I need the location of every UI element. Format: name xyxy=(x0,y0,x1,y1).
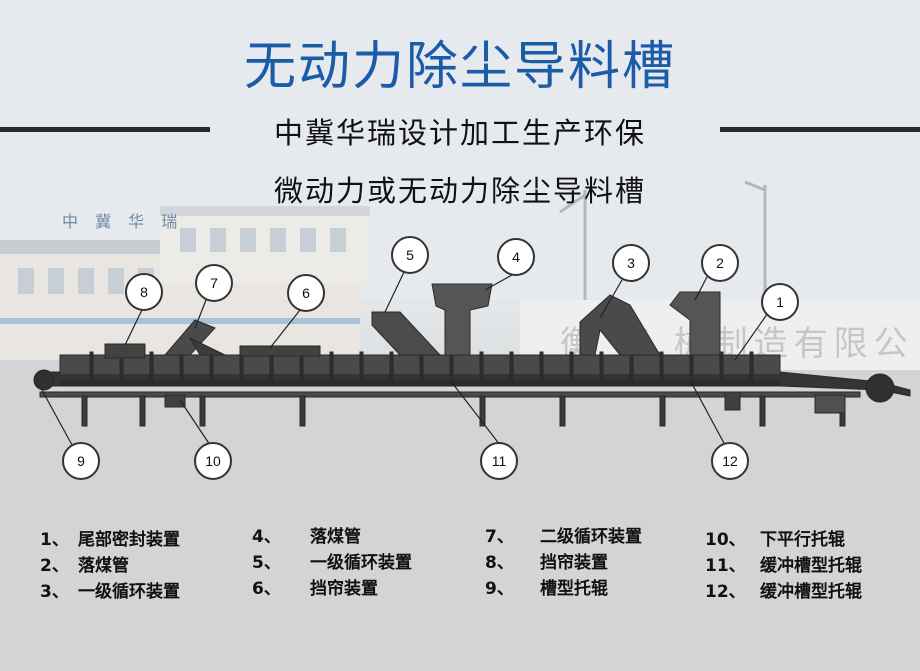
legend-item-8: 8、挡帘装置 xyxy=(485,553,608,573)
legend-item-2: 2、落煤管 xyxy=(40,556,129,576)
legend-item-3: 3、一级循环装置 xyxy=(40,582,180,602)
conveyor-frame xyxy=(33,283,911,427)
divider-right xyxy=(720,127,920,132)
legend-item-7: 7、二级循环装置 xyxy=(485,527,642,547)
subtitle-line-2: 微动力或无动力除尘导料槽 xyxy=(273,174,646,208)
legend-item-5: 5、一级循环装置 xyxy=(252,553,412,573)
callout-4: 4 xyxy=(497,238,535,276)
callout-9: 9 xyxy=(62,442,100,480)
street-lamps xyxy=(559,180,767,300)
callout-7: 7 xyxy=(195,264,233,302)
legend-item-9: 9、槽型托辊 xyxy=(485,579,608,599)
callout-8: 8 xyxy=(125,273,163,311)
callout-5: 5 xyxy=(391,236,429,274)
building-sign: 中 冀 华 瑞 xyxy=(62,212,184,231)
subtitle-line-1: 中冀华瑞设计加工生产环保 xyxy=(273,116,646,150)
divider-left xyxy=(0,127,210,132)
legend-item-10: 10、下平行托辊 xyxy=(705,530,845,550)
callout-10: 10 xyxy=(194,442,232,480)
legend-item-12: 12、缓冲槽型托辊 xyxy=(705,582,862,602)
callout-2: 2 xyxy=(701,244,739,282)
legend-item-4: 4、落煤管 xyxy=(252,527,361,547)
callout-3: 3 xyxy=(612,244,650,282)
callout-6: 6 xyxy=(287,274,325,312)
legend-item-6: 6、挡帘装置 xyxy=(252,579,378,599)
legend-item-11: 11、缓冲槽型托辊 xyxy=(705,556,862,576)
callout-1: 1 xyxy=(761,283,799,321)
page-title: 无动力除尘导料槽 xyxy=(243,37,676,97)
callout-11: 11 xyxy=(480,442,518,480)
legend-item-1: 1、尾部密封装置 xyxy=(40,530,180,550)
callout-12: 12 xyxy=(711,442,749,480)
